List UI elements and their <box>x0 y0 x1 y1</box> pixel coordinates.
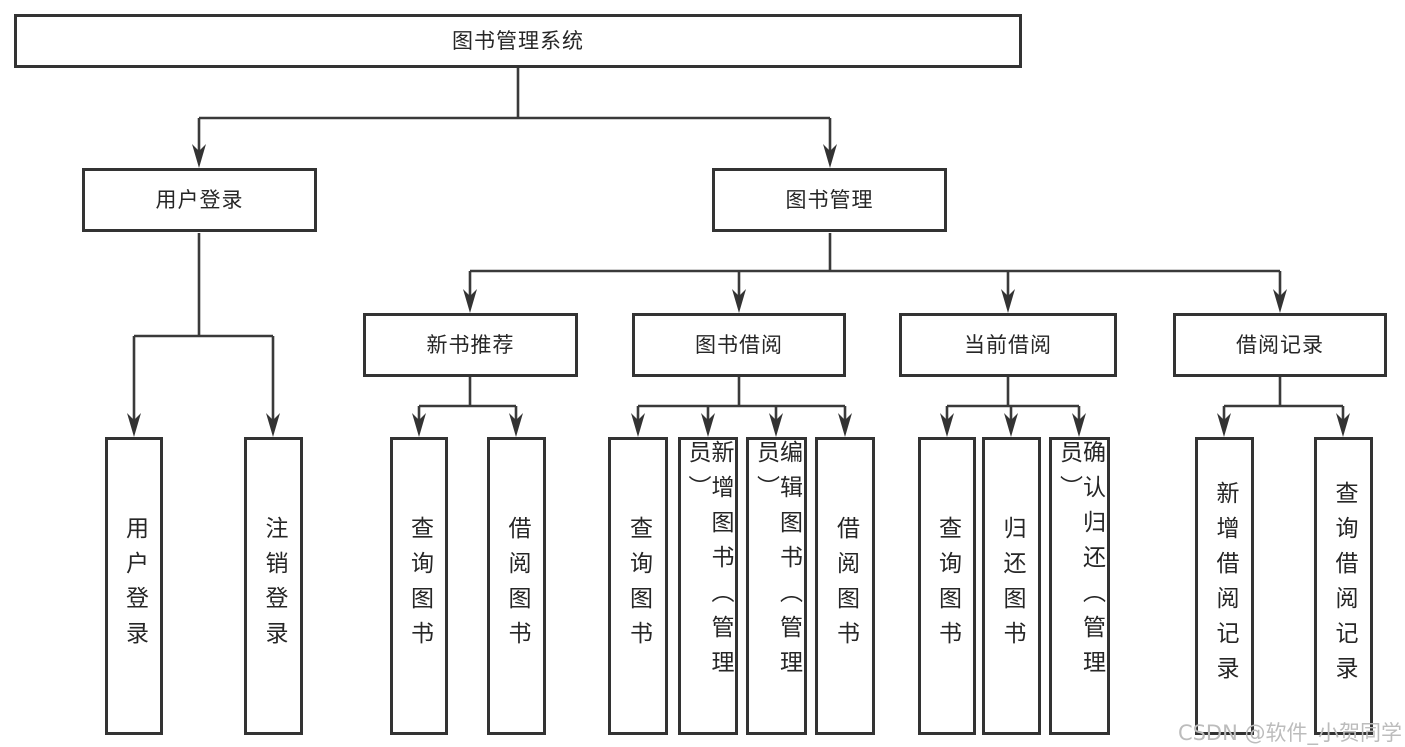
leaf-label: 注销登录 <box>261 516 287 656</box>
leaf-label: 编辑图书（管理员） <box>752 440 802 685</box>
node-borrow-records: 借阅记录 <box>1173 313 1387 377</box>
leaf-label: 借阅图书 <box>832 516 859 656</box>
leaf-add-borrow-record: 新增借阅记录 <box>1195 437 1254 735</box>
leaf-label: 新增借阅记录 <box>1212 481 1238 691</box>
leaf-label: 用户登录 <box>121 516 148 656</box>
node-label: 用户登录 <box>155 187 244 212</box>
leaf-query-borrow-record: 查询借阅记录 <box>1314 437 1373 735</box>
node-label: 当前借阅 <box>964 332 1052 357</box>
leaf-borrow-books: 借阅图书 <box>487 437 546 735</box>
leaf-edit-book-admin: 编辑图书（管理员） <box>746 437 807 735</box>
leaf-return-books: 归还图书 <box>982 437 1041 735</box>
leaf-label: 确认归还（管理员） <box>1055 440 1105 685</box>
node-current-borrow: 当前借阅 <box>899 313 1117 377</box>
leaf-borrow-books-2: 借阅图书 <box>815 437 875 735</box>
node-label: 图书借阅 <box>695 332 783 357</box>
leaf-query-books: 查询图书 <box>390 437 448 735</box>
leaf-add-book-admin: 新增图书（管理员） <box>678 437 738 735</box>
node-new-book-recommend: 新书推荐 <box>363 313 578 377</box>
leaf-label: 查询图书 <box>934 516 961 656</box>
leaf-label: 借阅图书 <box>504 516 530 656</box>
leaf-logout-login: 注销登录 <box>244 437 303 735</box>
node-label: 借阅记录 <box>1236 332 1324 357</box>
leaf-label: 归还图书 <box>999 516 1025 656</box>
node-label: 图书管理系统 <box>452 28 584 53</box>
node-library-management-system: 图书管理系统 <box>14 14 1022 68</box>
node-label: 新书推荐 <box>426 332 515 357</box>
leaf-query-books-3: 查询图书 <box>918 437 976 735</box>
csdn-watermark: CSDN @软件_小贺同学 <box>1177 720 1402 745</box>
leaf-label: 查询图书 <box>625 516 652 656</box>
leaf-user-login: 用户登录 <box>105 437 163 735</box>
node-label: 图书管理 <box>785 187 874 212</box>
node-book-borrow: 图书借阅 <box>632 313 846 377</box>
leaf-label: 查询借阅记录 <box>1331 481 1357 691</box>
node-user-login: 用户登录 <box>82 168 317 232</box>
leaf-label: 新增图书（管理员） <box>684 440 733 685</box>
leaf-query-books-2: 查询图书 <box>608 437 668 735</box>
leaf-label: 查询图书 <box>406 516 433 656</box>
leaf-confirm-return-admin: 确认归还（管理员） <box>1049 437 1110 735</box>
node-book-management: 图书管理 <box>712 168 947 232</box>
